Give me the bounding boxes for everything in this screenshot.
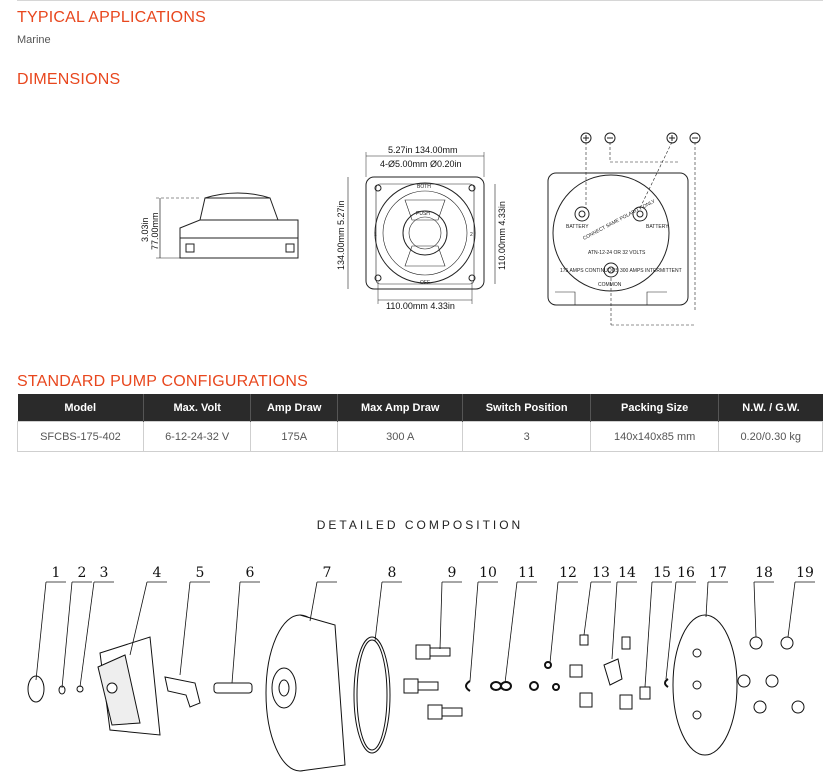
callout-leader-2 <box>61 581 73 689</box>
right-height-label: 110.00mm 4.33in <box>497 201 507 270</box>
dial-push: PUSH <box>416 211 430 217</box>
top-divider <box>17 0 823 1</box>
callout-leader-5 <box>179 581 191 676</box>
part-number-2: 2 <box>78 565 87 581</box>
part-number-15: 15 <box>653 565 671 581</box>
side-height-in: 3.03in <box>140 217 150 242</box>
callout-leader-18 <box>753 581 757 638</box>
callout-leader-7 <box>309 581 318 622</box>
wiring-intermittent: 300 AMPS INTERMITTENT <box>620 268 682 274</box>
part-number-16: 16 <box>677 565 695 581</box>
cell-model: SFCBS-175-402 <box>17 421 144 452</box>
dimension-drawings: 77.00mm 3.03in 5.27in 134.00mm 4-Ø5.00mm… <box>140 132 701 326</box>
part-number-11: 11 <box>518 565 536 581</box>
callout-leader-6 <box>231 581 241 684</box>
wiring-continuous: 175 AMPS CONTINUOUS <box>560 268 619 274</box>
dial-off: OFF <box>420 280 430 286</box>
cell-max-amp-draw: 300 A <box>336 421 464 452</box>
top-view-drawing <box>347 152 496 304</box>
part-number-17: 17 <box>709 565 727 581</box>
col-switch-position: Switch Position <box>462 394 591 422</box>
composition-heading: DETAILED COMPOSITION <box>316 518 524 532</box>
wiring-diagram <box>547 132 701 326</box>
wiring-polarity: CONNECT SAME POLARITY ONLY <box>582 198 657 242</box>
cell-switch-position: 3 <box>462 421 591 452</box>
callout-leader-17 <box>705 581 709 618</box>
part-number-3: 3 <box>100 565 109 581</box>
wiring-volts: ATN-12-24 OR 32 VOLTS <box>588 250 646 256</box>
side-view-drawing <box>156 192 299 259</box>
dial-both: BOTH <box>417 184 431 190</box>
col-amp-draw: Amp Draw <box>250 394 338 422</box>
cell-packing-size: 140x140x85 mm <box>589 421 720 452</box>
callout-leader-13 <box>583 581 592 636</box>
col-model: Model <box>17 394 144 422</box>
callout-leader-10 <box>469 581 479 682</box>
part-number-7: 7 <box>323 565 332 581</box>
dial-1: 1 <box>374 232 377 238</box>
table-row: SFCBS-175-402 6-12-24-32 V 175A 300 A 3 … <box>17 421 823 452</box>
wiring-common: COMMON <box>598 282 622 288</box>
part-number-13: 13 <box>592 565 610 581</box>
callout-leader-19 <box>787 581 796 638</box>
part-number-5: 5 <box>196 565 205 581</box>
pump-config-table: Model Max. Volt Amp Draw Max Amp Draw Sw… <box>17 394 823 452</box>
cell-amp-draw: 175A <box>250 421 338 452</box>
part-number-18: 18 <box>755 565 773 581</box>
callout-leader-11 <box>504 581 518 684</box>
wiring-battery-2: BATTERY <box>646 224 669 230</box>
callout-leader-9 <box>439 581 443 650</box>
callout-leader-8 <box>374 581 383 642</box>
callout-leader-1 <box>35 581 47 681</box>
callout-leader-15 <box>644 581 653 688</box>
typical-applications-heading: TYPICAL APPLICATIONS <box>17 9 206 26</box>
part-number-12: 12 <box>559 565 577 581</box>
part-number-9: 9 <box>448 565 457 581</box>
part-number-6: 6 <box>246 565 255 581</box>
side-height-mm: 77.00mm <box>150 212 160 250</box>
wiring-battery-1: BATTERY <box>566 224 589 230</box>
callout-leader-3 <box>79 581 95 688</box>
callouts <box>35 581 815 689</box>
col-max-volt: Max. Volt <box>143 394 252 422</box>
part-number-10: 10 <box>479 565 497 581</box>
part-number-8: 8 <box>388 565 397 581</box>
callout-leader-12 <box>549 581 559 664</box>
top-width-label: 5.27in 134.00mm <box>388 145 458 155</box>
part-number-4: 4 <box>153 565 162 581</box>
left-height-label: 134.00mm 5.27in <box>336 200 346 270</box>
cell-weight: 0.20/0.30 kg <box>718 421 823 452</box>
part-number-1: 1 <box>52 565 61 581</box>
config-heading: STANDARD PUMP CONFIGURATIONS <box>17 373 308 390</box>
callout-leader-4 <box>129 581 148 656</box>
bottom-width-label: 110.00mm 4.33in <box>386 301 455 311</box>
col-packing-size: Packing Size <box>590 394 720 422</box>
applications-value: Marine <box>17 34 51 46</box>
callout-leader-14 <box>611 581 618 660</box>
col-max-amp-draw: Max Amp Draw <box>337 394 464 422</box>
col-weight: N.W. / G.W. <box>718 394 823 422</box>
callout-leader-16 <box>665 581 677 680</box>
dimensions-heading: DIMENSIONS <box>17 71 121 88</box>
dial-2: 2 <box>470 232 473 238</box>
table-header-row: Model Max. Volt Amp Draw Max Amp Draw Sw… <box>17 394 823 422</box>
part-number-19: 19 <box>796 565 814 581</box>
holes-label: 4-Ø5.00mm Ø0.20in <box>380 159 462 169</box>
part-number-14: 14 <box>618 565 636 581</box>
cell-max-volt: 6-12-24-32 V <box>142 421 252 452</box>
